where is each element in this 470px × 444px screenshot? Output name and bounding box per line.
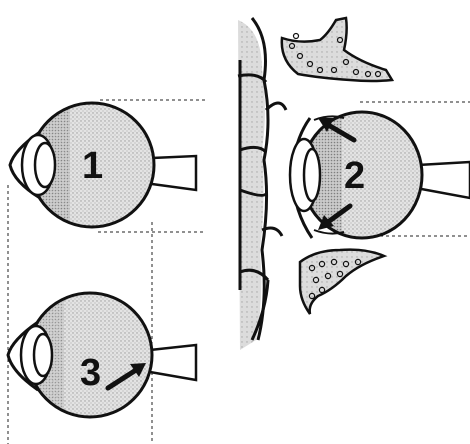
eye-3-label: 3	[80, 352, 101, 394]
lens-3	[34, 334, 52, 376]
optic-nerve-3	[150, 345, 196, 380]
upper-bone-fragment	[282, 18, 392, 81]
eye-2: 2	[290, 110, 470, 240]
orbit-bone	[238, 18, 286, 350]
eye-1-label: 1	[82, 145, 103, 187]
lower-bone-fragment	[300, 250, 384, 314]
eye-2-label: 2	[344, 155, 365, 197]
lens-1	[35, 143, 55, 187]
optic-nerve-2	[416, 162, 470, 198]
lens-2	[304, 149, 320, 201]
eye-3: 3	[8, 290, 196, 420]
optic-nerve-1	[152, 156, 196, 190]
eye-1: 1	[10, 100, 196, 230]
